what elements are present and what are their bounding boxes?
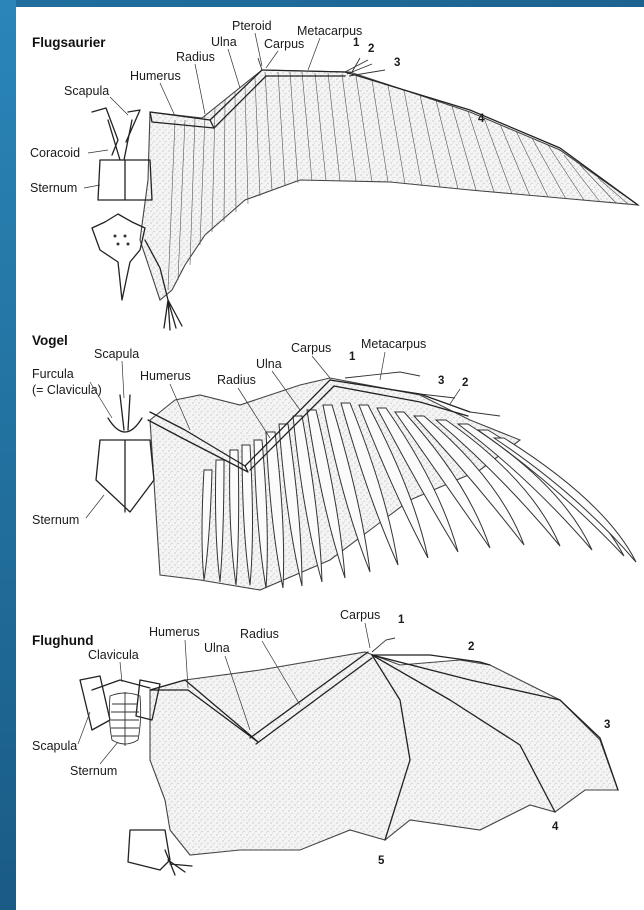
pterosaur-section: Flugsaurier [30,19,638,330]
bat-label-digit-4: 4 [552,821,559,833]
bird-label-radius: Radius [217,373,256,387]
pterosaur-title: Flugsaurier [32,35,106,50]
bird-label-digit-1: 1 [349,351,356,363]
bat-thumb [372,638,395,652]
label-sternum: Sternum [30,181,77,195]
label-coracoid: Coracoid [30,146,80,160]
bird-furcula-bone [108,418,142,432]
bird-label-humerus: Humerus [140,369,191,383]
bird-label-scapula: Scapula [94,347,139,361]
bat-section: Flughund Carpus Humerus Radius Clavicula… [32,608,618,875]
label-ulna: Ulna [211,35,237,49]
bird-section: Vogel [32,333,636,590]
bird-label-sternum: Sternum [32,513,79,527]
pterosaur-pelvis-dots [114,235,130,246]
label-radius: Radius [176,50,215,64]
bird-scapula-bone [120,395,130,430]
label-metacarpus: Metacarpus [297,24,362,38]
bird-label-ulna: Ulna [256,357,282,371]
bat-label-digit-5: 5 [378,855,385,867]
bird-sternum-bone [96,440,154,512]
bird-label-clavicula: (= Clavicula) [32,383,102,397]
bat-label-digit-2: 2 [468,641,474,653]
bat-label-digit-1: 1 [398,614,405,626]
bat-label-scapula: Scapula [32,739,77,753]
label-digit-2: 2 [368,43,374,55]
bat-label-sternum: Sternum [70,764,117,778]
bird-label-furcula: Furcula [32,367,74,381]
bird-label-digit-2: 2 [462,377,468,389]
bat-title: Flughund [32,633,93,648]
bat-label-clavicula: Clavicula [88,648,139,662]
bat-label-digit-3: 3 [604,719,610,731]
bat-label-radius: Radius [240,627,279,641]
bird-title: Vogel [32,333,68,348]
bat-label-carpus: Carpus [340,608,380,622]
label-pteroid: Pteroid [232,19,272,33]
bat-label-humerus: Humerus [149,625,200,639]
label-digit-1: 1 [353,37,360,49]
bat-scapula-bone [80,676,160,730]
label-scapula: Scapula [64,84,109,98]
bird-label-carpus: Carpus [291,341,331,355]
label-digit-3: 3 [394,57,400,69]
bird-label-digit-3: 3 [438,375,444,387]
pterosaur-sternum-bone [98,160,152,200]
pterosaur-wing-membrane [140,70,638,300]
bat-ribcage [109,692,140,746]
bat-label-ulna: Ulna [204,641,230,655]
label-humerus: Humerus [130,69,181,83]
pterosaur-pelvis [92,214,145,300]
bat-wing-membrane [150,652,618,855]
bird-label-metacarpus: Metacarpus [361,337,426,351]
label-digit-4: 4 [478,113,485,125]
pterosaur-coracoid-bone [108,120,132,160]
label-carpus: Carpus [264,37,304,51]
